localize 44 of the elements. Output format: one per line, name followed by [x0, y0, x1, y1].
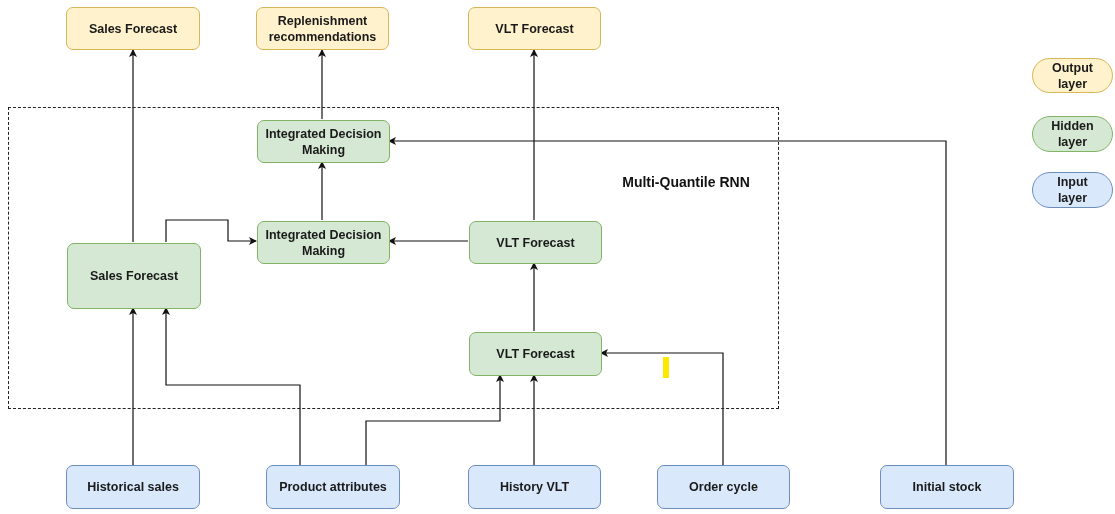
box-label: Replenishment recommendations — [267, 12, 378, 45]
layer-box — [880, 465, 1014, 509]
arrow — [530, 49, 538, 221]
arrow — [318, 49, 326, 120]
box-label: Product attributes — [279, 479, 387, 495]
arrow — [388, 137, 947, 466]
layer-box — [468, 465, 601, 509]
layer-box — [657, 465, 790, 509]
layer-box — [469, 221, 602, 264]
box-label: Integrated Decision Making — [264, 125, 383, 158]
layer-box — [257, 221, 390, 264]
arrow — [365, 374, 504, 466]
layer-box — [256, 7, 389, 50]
legend-label: Input layer — [1056, 174, 1089, 206]
layer-box — [266, 465, 400, 509]
legend-label: Hidden layer — [1050, 118, 1095, 150]
layer-box — [468, 7, 601, 50]
arrow — [165, 219, 257, 245]
arrow — [530, 262, 538, 332]
arrow — [129, 307, 137, 466]
box-label: Integrated Decision Making — [264, 226, 383, 259]
box-label: Order cycle — [689, 479, 758, 495]
arrow — [162, 307, 301, 466]
arrow — [318, 161, 326, 221]
arrow — [530, 374, 538, 466]
box-label: VLT Forecast — [495, 20, 574, 37]
group-title: Multi-Quantile RNN — [621, 174, 751, 191]
box-label: Sales Forecast — [88, 20, 178, 37]
box-label: History VLT — [499, 479, 570, 495]
layer-box — [67, 243, 201, 309]
layer-box — [469, 332, 602, 376]
arrow — [600, 349, 724, 466]
dashed-group-frame — [8, 107, 779, 409]
legend-label: Output layer — [1051, 59, 1094, 92]
box-label: Sales Forecast — [89, 268, 179, 284]
box-label: VLT Forecast — [496, 346, 575, 362]
box-label: Initial stock — [912, 479, 982, 495]
layer-box — [66, 7, 200, 50]
layer-box — [66, 465, 200, 509]
arrow — [388, 237, 469, 245]
box-label: Historical sales — [87, 479, 179, 495]
layer-box — [257, 120, 390, 163]
arrow — [129, 49, 137, 243]
box-label: VLT Forecast — [496, 234, 575, 251]
